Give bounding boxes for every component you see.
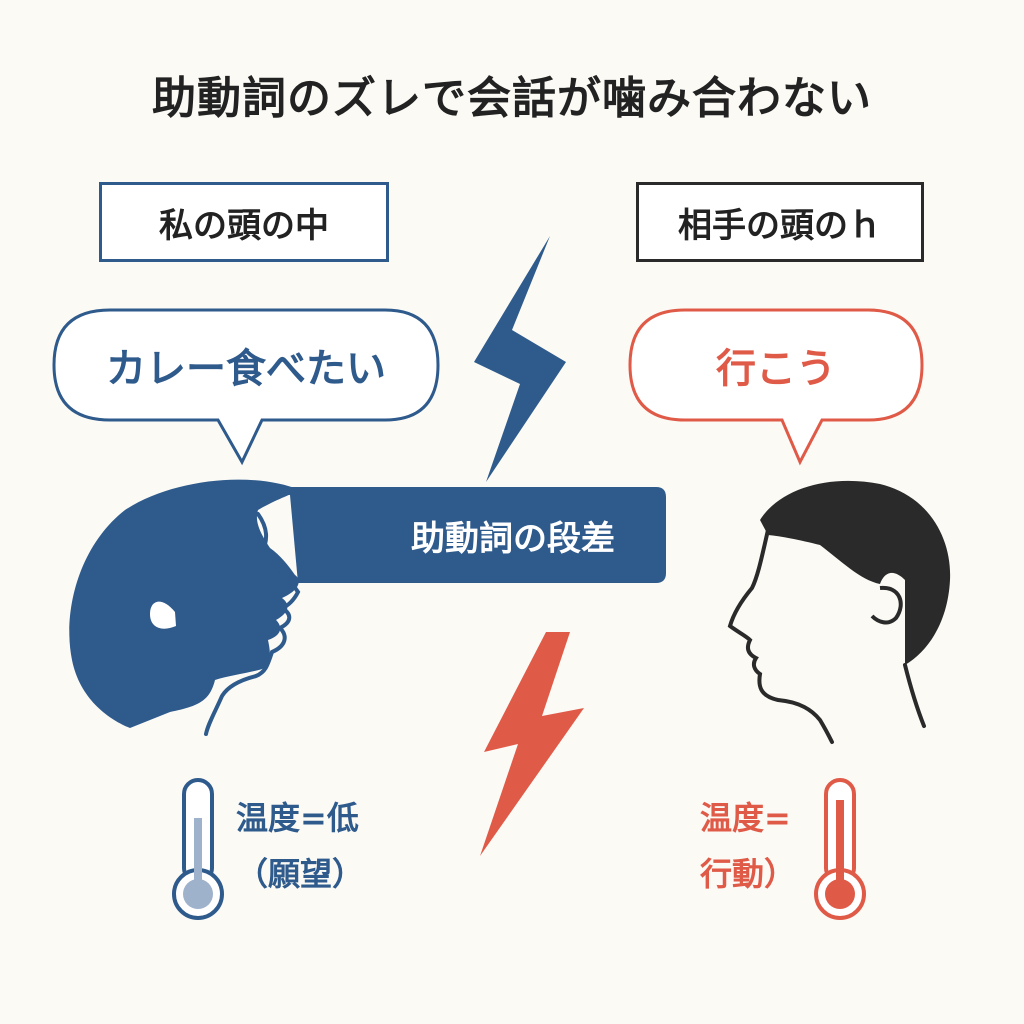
- right-bubble-text: 行こう: [716, 346, 836, 392]
- right-label-box: 相手の頭のｈ: [636, 182, 924, 262]
- left-temperature-label: 温度=低 （願望）: [236, 790, 426, 902]
- banner-label: 助動詞の段差: [411, 518, 615, 559]
- page-title: 助動詞のズレで会話が噛み合わない: [152, 73, 872, 124]
- right-temperature-line1: 温度=: [700, 799, 791, 837]
- left-temperature-line1: 温度=低: [236, 799, 359, 837]
- left-speech-bubble: [52, 308, 440, 466]
- left-bubble-text: カレー食べたい: [106, 346, 386, 392]
- right-thermometer-icon: [814, 778, 866, 920]
- banner-background: [238, 487, 666, 583]
- left-label-box: 私の頭の中: [99, 182, 389, 262]
- right-temperature-line2: 行動）: [700, 855, 797, 893]
- woman-profile-icon: [69, 479, 301, 736]
- lightning-bolt-red-icon: [480, 632, 584, 856]
- man-profile-icon: [727, 480, 951, 744]
- right-temperature-label: 温度= 行動）: [700, 790, 830, 902]
- lightning-bolt-blue-icon: [474, 236, 566, 482]
- left-thermometer-icon: [172, 778, 224, 920]
- right-speech-bubble: [628, 308, 924, 466]
- left-temperature-line2: （願望）: [236, 855, 365, 893]
